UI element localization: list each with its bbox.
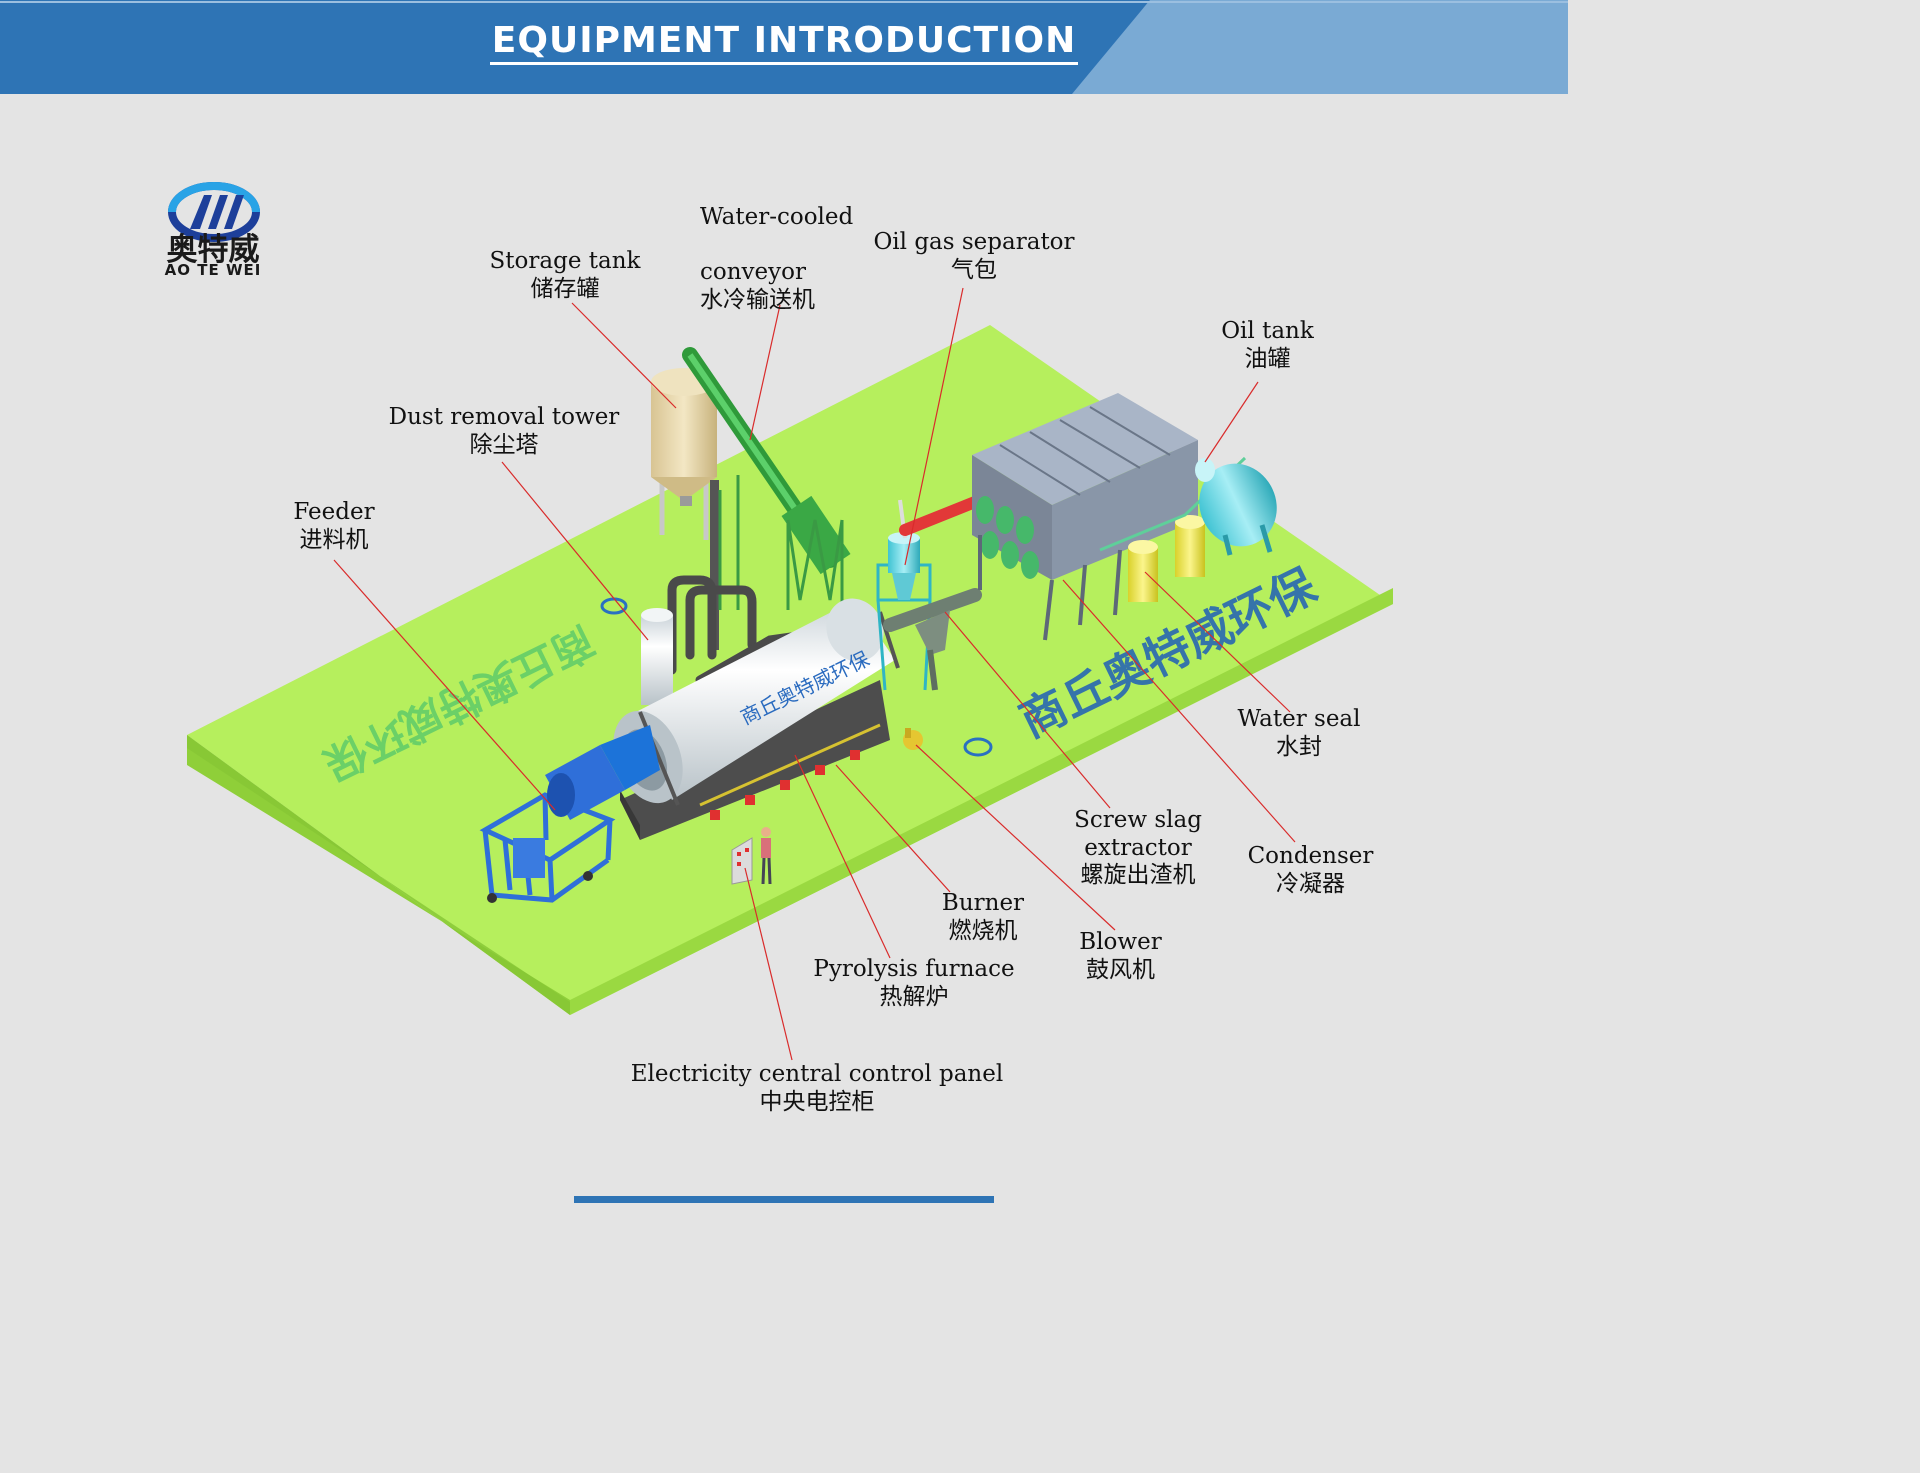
logo-chinese-name: 奥特威 <box>166 232 260 268</box>
leader-control-panel <box>744 867 793 1061</box>
condenser-drawing <box>972 393 1198 641</box>
blower-drawing <box>903 728 923 750</box>
oil-tank-drawing <box>1195 458 1277 556</box>
leader-pyrolysis-furnace <box>794 754 891 959</box>
leader-water-cooled-conveyor <box>749 304 781 441</box>
leader-feeder <box>333 559 556 811</box>
header-background <box>0 0 1568 94</box>
bottom-accent-bar <box>574 1196 994 1203</box>
leader-dust-removal-tower <box>501 461 649 641</box>
screw-slag-extractor-drawing <box>883 588 982 691</box>
water-seal-drawing <box>1099 456 1247 602</box>
aotewei-logo-icon <box>168 182 260 242</box>
dust-removal-tower-drawing <box>641 608 673 705</box>
leader-oil-tank <box>1204 381 1259 463</box>
leader-storage-tank <box>571 302 677 409</box>
header-banner: EQUIPMENT INTRODUCTION <box>0 0 1568 94</box>
water-cooled-conveyor-drawing <box>682 347 851 610</box>
plant-diagram: 商丘奥特威环保 商丘奥特威环保 <box>187 287 1393 1061</box>
control-panel-drawing <box>731 837 753 885</box>
leader-condenser <box>1062 579 1296 843</box>
leader-lines <box>333 287 1296 1061</box>
feeder-drawing <box>479 725 660 903</box>
leader-screw-slag-extractor <box>944 611 1111 809</box>
leader-water-seal <box>1144 571 1291 713</box>
worker-figure-icon <box>761 827 772 885</box>
leader-blower <box>915 744 1116 931</box>
leader-oil-gas-separator <box>904 287 964 566</box>
logo-english-name: AO TE WEI <box>164 261 262 279</box>
leader-burner <box>835 764 951 893</box>
pyrolysis-furnace-base <box>620 680 890 840</box>
